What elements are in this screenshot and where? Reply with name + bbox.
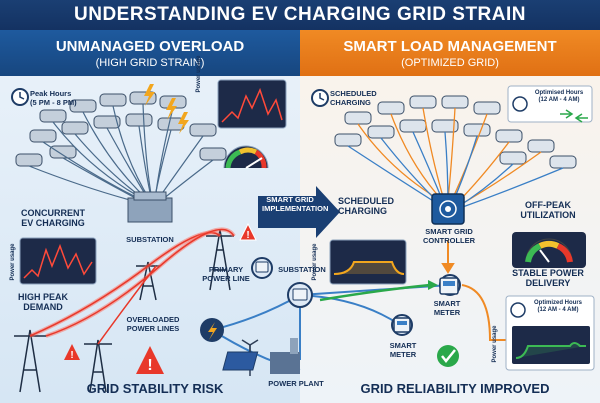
lightning-icon [144, 84, 189, 134]
smart-meter-label-right: SMART METER [433, 299, 461, 317]
scheduled-charging-top-label: SCHEDULED CHARGING [330, 89, 377, 107]
smart-grid-controller-icon [431, 193, 465, 225]
svg-text:!: ! [246, 230, 249, 241]
right-subheading: (OPTIMIZED GRID) [401, 56, 499, 69]
primary-line-label: PRIMARY POWER LINE [202, 265, 250, 283]
optimised-hours-box-top [507, 85, 593, 123]
power-plant-label: POWER PLANT [268, 379, 324, 388]
right-ev-cars [334, 95, 577, 169]
overloaded-lines-label: OVERLOADED POWER LINES [126, 315, 180, 333]
left-subheading: (HIGH GRID STRAIN) [95, 56, 205, 69]
right-heading: SMART LOAD MANAGEMENT [343, 37, 557, 55]
page-title: UNDERSTANDING EV CHARGING GRID STRAIN [74, 4, 526, 25]
right-header: SMART LOAD MANAGEMENT (OPTIMIZED GRID) [300, 30, 600, 76]
gauge-icon [223, 145, 269, 169]
clock-icon [11, 88, 29, 106]
stable-power-label: STABLE POWER DELIVERY [512, 268, 584, 289]
power-usage-label-bottom: Power usage [492, 325, 498, 363]
grid-stability-risk-label: GRID STABILITY RISK [86, 380, 224, 396]
power-usage-label-mid: Power usage [312, 243, 318, 281]
optimized-link [461, 284, 506, 341]
power-usage-label-top: Power usage [196, 55, 202, 93]
left-heading: UNMANAGED OVERLOAD [55, 37, 245, 55]
left-header: UNMANAGED OVERLOAD (HIGH GRID STRAIN) [0, 30, 300, 76]
middle-substation-label: SUBSTATION [278, 265, 326, 274]
green-return-arrow [319, 280, 438, 302]
clock-icon [311, 89, 329, 107]
smart-grid-arrow [258, 186, 340, 238]
smart-grid-arrow-label: SMART GRID IMPLEMENTATION [262, 195, 329, 213]
scheduled-charging-mid-label: SCHEDULED CHARGING [338, 196, 395, 217]
svg-text:!: ! [70, 350, 73, 361]
title-bar: UNDERSTANDING EV CHARGING GRID STRAIN [0, 0, 600, 30]
right-power-chart-bottom [505, 295, 595, 371]
concurrent-charging-label: CONCURRENT EV CHARGING [21, 208, 85, 229]
left-ev-cars [15, 91, 227, 167]
left-power-chart-bottom [19, 237, 97, 285]
right-power-chart-mid [329, 239, 407, 285]
warning-icon: ! ! ! [64, 222, 257, 374]
left-substation-icon [127, 191, 173, 223]
optimised-hours-top-label: Optimised Hours (12 AM - 4 AM) [534, 90, 584, 103]
off-peak-label: OFF-PEAK UTILIZATION [520, 200, 576, 221]
overloaded-power-lines [29, 227, 236, 345]
smart-meter-label-bottom: SMART METER [389, 341, 417, 359]
power-usage-label-left: Power usage [10, 243, 16, 281]
smart-meter-icon [255, 261, 459, 333]
check-icon [437, 345, 459, 367]
svg-text:!: ! [147, 357, 152, 374]
stable-gauge-icon [512, 232, 586, 268]
smart-grid-controller-label: SMART GRID CONTROLLER [422, 227, 476, 245]
controller-link [441, 240, 455, 274]
left-substation-label: SUBSTATION [126, 235, 174, 244]
grid-reliability-label: GRID RELIABILITY IMPROVED [360, 380, 550, 396]
left-power-chart-top [217, 79, 287, 129]
high-peak-label: HIGH PEAK DEMAND [17, 292, 68, 313]
power-plant-icon [222, 338, 300, 376]
optimized-hours-bottom-label: Optimized Hours (12 AM - 4 AM) [533, 300, 582, 313]
peak-hours-label: Peak Hours (5 PM - 8 PM) [30, 89, 77, 107]
